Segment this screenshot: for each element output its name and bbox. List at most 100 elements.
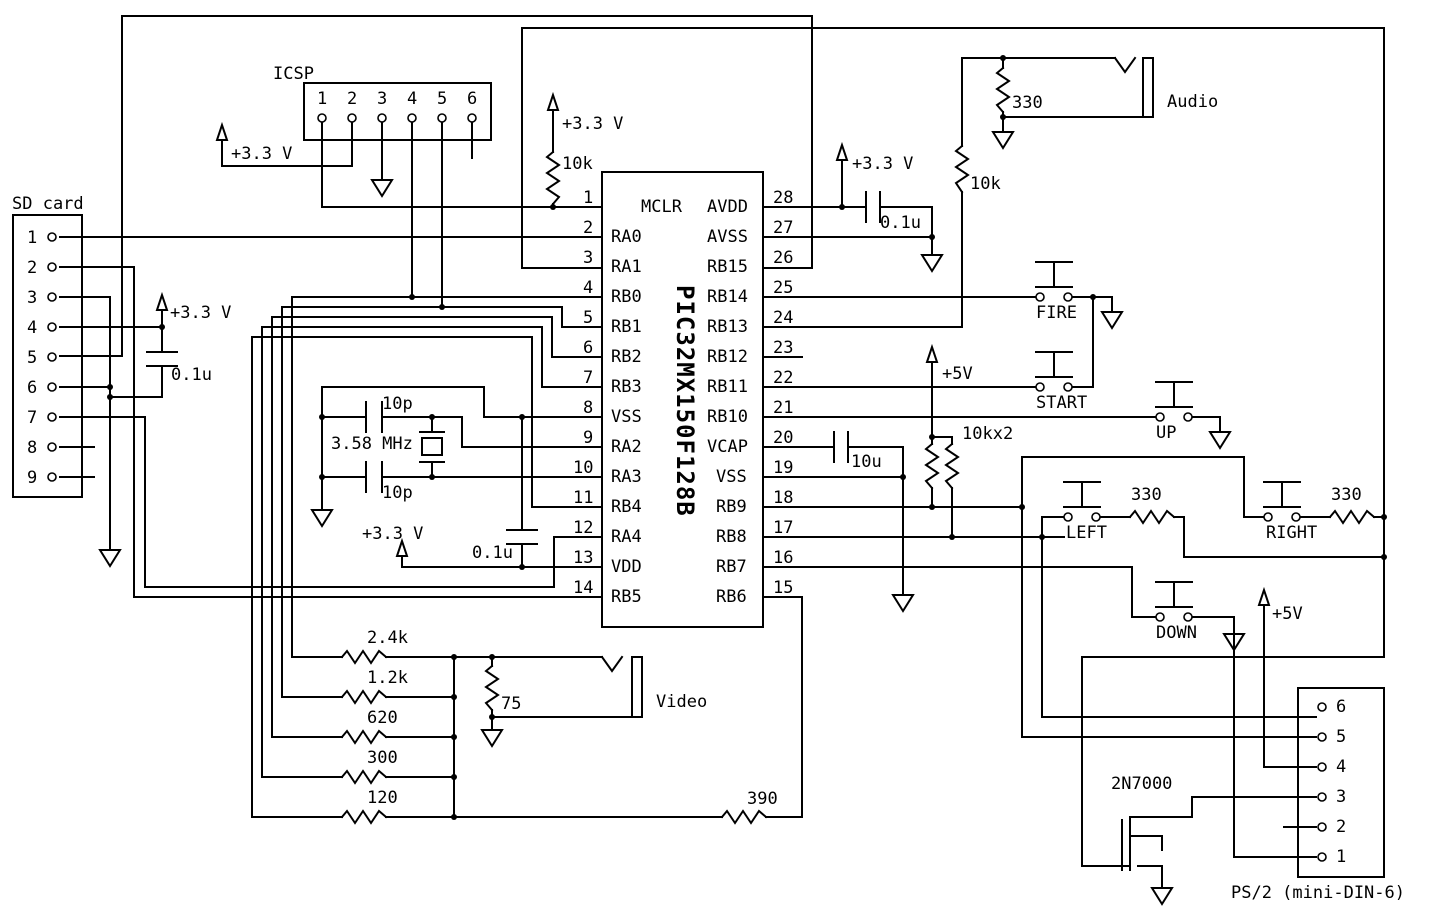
pin-num-9: 9 — [583, 428, 593, 448]
power-symbols — [47, 55, 1387, 906]
junction-dot — [929, 234, 935, 240]
pin-label-1: MCLR — [641, 197, 683, 217]
connector-pin — [47, 262, 57, 272]
ground-icon — [370, 179, 394, 198]
resistor-300 — [340, 769, 388, 785]
pin-num-19: 19 — [773, 458, 793, 478]
junction-dot — [489, 654, 495, 660]
pin-num-5: 5 — [583, 308, 593, 328]
ps2-pin-1: 1 — [1336, 847, 1346, 867]
ground-icon — [98, 549, 122, 568]
capacitor-0.1u-sd — [146, 351, 178, 367]
sd-card-title: SD card — [12, 194, 84, 214]
ps2-pin-2: 2 — [1336, 817, 1346, 837]
pin-num-22: 22 — [773, 368, 793, 388]
ground-icon — [891, 594, 915, 613]
pin-num-11: 11 — [573, 488, 593, 508]
junction-dot — [929, 434, 935, 440]
pin-label-17: RB8 — [716, 527, 747, 547]
transistor-label: 2N7000 — [1111, 774, 1172, 794]
capacitor-0.1u-avdd — [865, 191, 881, 223]
junction-dot — [451, 774, 457, 780]
supply-arrow-icon — [155, 291, 169, 311]
pin-num-16: 16 — [773, 548, 793, 568]
pin-num-20: 20 — [773, 428, 793, 448]
connector-pin — [467, 113, 477, 123]
down-label: DOWN — [1156, 623, 1197, 643]
r390-label: 390 — [747, 789, 778, 809]
r330-audio-label: 330 — [1012, 93, 1043, 113]
junction-dot — [1000, 114, 1006, 120]
r10kx2-label: 10kx2 — [962, 424, 1013, 444]
connector-pin — [407, 113, 417, 123]
fire-button — [1035, 261, 1073, 302]
v33-label-avdd: +3.3 V — [852, 154, 913, 174]
supply-arrow-icon — [395, 537, 409, 557]
pin-num-27: 27 — [773, 218, 793, 238]
ps2-pin-6: 6 — [1336, 697, 1346, 717]
v5-label-ps2: +5V — [1272, 604, 1303, 624]
down-button — [1155, 581, 1193, 622]
pin-num-13: 13 — [573, 548, 593, 568]
v5-label-pullup: +5V — [942, 364, 973, 384]
capacitor-10p-top — [365, 401, 383, 433]
ps2-box — [1297, 687, 1385, 878]
connector-pin — [1317, 792, 1327, 802]
junction-dot — [519, 564, 525, 570]
junction-dot — [439, 304, 445, 310]
junction-dot — [159, 324, 165, 330]
connector-pin — [47, 232, 57, 242]
pin-label-7: RB3 — [611, 377, 642, 397]
resistor-330-right — [1328, 509, 1376, 525]
icsp-pin-2: 2 — [347, 89, 357, 109]
junction-dot — [839, 204, 845, 210]
resistor-620 — [340, 729, 388, 745]
pin-label-26: RB15 — [707, 257, 748, 277]
r75-label: 75 — [501, 694, 521, 714]
junction-dot — [451, 694, 457, 700]
crystal-label: 3.58 MHz — [331, 434, 413, 454]
connector-pin — [437, 113, 447, 123]
right-button — [1263, 481, 1301, 522]
resistor-2k4 — [340, 649, 388, 665]
supply-arrow-icon — [835, 141, 849, 161]
pin-num-8: 8 — [583, 398, 593, 418]
sd-pin-2: 2 — [27, 258, 37, 278]
pin-num-21: 21 — [773, 398, 793, 418]
junction-dot — [1019, 504, 1025, 510]
supply-arrow-icon — [215, 121, 229, 141]
junction-dot — [107, 384, 113, 390]
audio-label: Audio — [1167, 92, 1218, 112]
pin-label-20: VCAP — [707, 437, 748, 457]
pin-label-15: RB6 — [716, 587, 747, 607]
audio-jack — [1113, 56, 1154, 118]
resistor-75 — [484, 664, 500, 712]
video-jack — [600, 655, 643, 718]
pin-label-13: VDD — [611, 557, 642, 577]
junction-dot — [489, 714, 495, 720]
pin-label-9: RA2 — [611, 437, 642, 457]
pin-label-11: RB4 — [611, 497, 642, 517]
pin-label-21: RB10 — [707, 407, 748, 427]
c10p-bottom-label: 10p — [382, 483, 413, 503]
pin-num-6: 6 — [583, 338, 593, 358]
pin-num-10: 10 — [573, 458, 593, 478]
chip-name: PIC32MX150F128B — [671, 285, 699, 517]
start-label: START — [1036, 393, 1087, 413]
c01-sd-label: 0.1u — [171, 365, 212, 385]
pin-label-6: RB2 — [611, 347, 642, 367]
connector-pin — [317, 113, 327, 123]
mcu-body — [601, 171, 764, 628]
junction-dot — [319, 474, 325, 480]
resistor-10k-audio — [954, 144, 970, 194]
r330-right-label: 330 — [1331, 485, 1362, 505]
resistor-10kx2-b — [944, 442, 960, 490]
pin-num-23: 23 — [773, 338, 793, 358]
c10u-label: 10u — [851, 452, 882, 472]
resistor-330-audio — [995, 66, 1011, 114]
pin-label-25: RB14 — [707, 287, 748, 307]
ground-icon — [991, 131, 1015, 150]
labels: MCLR RA0 RA1 RB0 RB1 RB2 RB3 VSS RA2 RA3… — [12, 64, 1405, 903]
pin-label-24: RB13 — [707, 317, 748, 337]
connector-pin — [47, 382, 57, 392]
